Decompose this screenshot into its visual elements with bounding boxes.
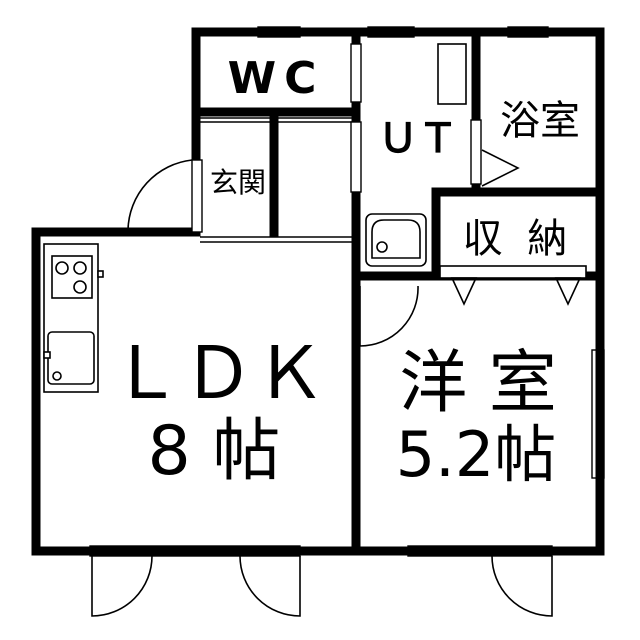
western-name-label: 洋 室 bbox=[399, 344, 557, 423]
ut-label: ＵＴ bbox=[378, 116, 458, 162]
room-labels: WC ＵＴ 浴室 玄関 収 納 ＬＤＫ 8 帖 洋 室 5.2帖 bbox=[110, 53, 580, 491]
ldk-outer-wall bbox=[31, 227, 605, 556]
burner-2 bbox=[73, 261, 87, 275]
storage-door-right bbox=[554, 277, 582, 306]
entrance-door bbox=[127, 159, 193, 231]
partitions bbox=[191, 43, 482, 243]
bath-label: 浴室 bbox=[500, 98, 580, 144]
stove bbox=[51, 255, 93, 299]
utility-shelf bbox=[437, 43, 467, 105]
western-door-bottom bbox=[491, 555, 553, 617]
washbasin-bowl bbox=[371, 219, 421, 259]
burner-3 bbox=[73, 280, 87, 294]
sink-drain bbox=[52, 371, 62, 381]
storage-door-left bbox=[450, 277, 478, 306]
fixtures bbox=[43, 43, 587, 393]
ldk-door-right bbox=[239, 555, 301, 617]
stove-knob bbox=[97, 270, 104, 278]
entrance-label: 玄関 bbox=[210, 166, 266, 199]
entrance-step bbox=[191, 159, 203, 233]
bath-door-panel bbox=[470, 119, 482, 185]
washbasin-drain bbox=[376, 241, 388, 253]
ut-door-panel bbox=[350, 121, 362, 193]
sink-tap bbox=[43, 351, 51, 359]
ldk-size-label: 8 帖 bbox=[148, 412, 281, 491]
wc-door-panel bbox=[350, 43, 362, 103]
bath-door-swing bbox=[481, 149, 520, 187]
storage-rail bbox=[439, 265, 587, 279]
doors bbox=[91, 149, 553, 617]
ldk-name-label: ＬＤＫ bbox=[110, 331, 326, 415]
western-door bbox=[359, 285, 419, 347]
ldk-door-left bbox=[91, 555, 153, 617]
western-size-label: 5.2帖 bbox=[396, 418, 557, 491]
storage-label: 収 納 bbox=[463, 216, 574, 262]
wc-label: WC bbox=[228, 53, 325, 104]
upper-outer-wall bbox=[191, 27, 605, 281]
burner-1 bbox=[55, 261, 69, 275]
